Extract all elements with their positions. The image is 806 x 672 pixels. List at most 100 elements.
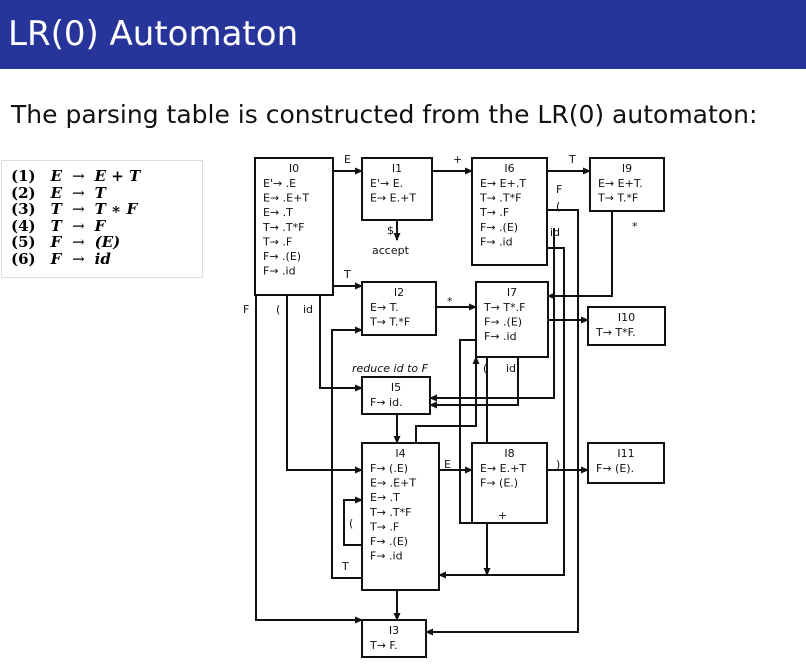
edge-label: F	[556, 183, 562, 196]
state-item: F→ .id	[263, 265, 296, 278]
state-box	[361, 442, 440, 591]
edge-label: id	[303, 303, 313, 316]
state-item: E'→ .E	[263, 177, 296, 190]
state-name: I6	[504, 162, 514, 175]
state-item: T→ T.*F	[597, 192, 638, 205]
grammar-lhs: F	[50, 249, 62, 268]
edge-label: T	[343, 268, 351, 281]
state-item: E→ .T	[263, 206, 293, 219]
state-name: I8	[504, 447, 514, 460]
grammar-lhs: T	[50, 200, 62, 218]
state-item: E→ E.+T	[370, 192, 416, 205]
state-item: T→ F.	[369, 639, 398, 652]
transition-edge	[438, 247, 565, 579]
grammar-rhs: id	[94, 249, 111, 268]
edge-label: (	[349, 517, 353, 530]
state-i9: I9 E→ E+T. T→ T.*F	[589, 157, 665, 212]
state-item: T→ .T*F	[369, 506, 411, 519]
state-item: E→ E+.T	[480, 177, 526, 190]
state-item: F→ .(E)	[263, 250, 301, 263]
grammar-arrow: →	[72, 233, 85, 251]
grammar-arrow: →	[72, 216, 85, 235]
edge-label: E	[344, 153, 351, 166]
state-item: T→ T*.F	[483, 301, 525, 314]
state-i0: I0E'→ .EE→ .E+TE→ .TT→ .T*FT→ .FF→ .(E)F…	[254, 157, 334, 296]
state-i4: I4F→ (.E)E→ .E+TE→ .TT→ .T*FT→ .FF→ .(E)…	[361, 442, 440, 591]
edge-label: F	[243, 303, 249, 316]
edge-label: id	[550, 226, 560, 239]
grammar-rhs: F	[94, 216, 106, 235]
state-item: T→ T*F.	[595, 326, 636, 339]
intro-text: The parsing table is constructed from th…	[11, 100, 758, 129]
edge-label: id	[506, 362, 516, 375]
state-i6: I6 E→ E+.T T→ .T*FT→ .F F→ .(E)F→ .id	[471, 157, 548, 266]
state-name: I7	[507, 286, 517, 299]
handwritten-annotation: reduce id to F	[352, 362, 429, 375]
transition-edge	[547, 211, 613, 300]
edge-label: )	[556, 458, 560, 471]
grammar-num: (4)	[11, 216, 36, 235]
state-item: T→ .T*F	[479, 192, 521, 205]
grammar-num: (5)	[11, 233, 36, 251]
grammar-num: (3)	[11, 200, 36, 218]
state-box	[361, 281, 437, 336]
state-name: I11	[617, 447, 634, 460]
state-name: I1	[392, 162, 402, 175]
edge-label: *	[632, 220, 638, 233]
state-i8: I8 E→ E.+T F→ (E.)	[471, 442, 548, 524]
state-item: F→ .id	[480, 235, 513, 248]
state-item: E→ E.+T	[480, 462, 526, 475]
state-box	[471, 157, 548, 266]
edge-label: E	[444, 458, 451, 471]
state-item: E'→ E.	[370, 177, 403, 190]
state-item: E→ E+T.	[598, 177, 643, 190]
grammar-rhs: E + T	[94, 167, 141, 185]
grammar-num: (6)	[11, 249, 36, 268]
state-box	[361, 157, 433, 221]
end-marker-label: $	[387, 224, 394, 237]
state-item: E→ .T	[370, 491, 400, 504]
grammar-rhs: (E)	[94, 233, 121, 251]
grammar-num: (2)	[11, 183, 36, 202]
edge-label: T	[568, 153, 576, 166]
grammar-num: (1)	[11, 167, 36, 185]
state-name: I9	[622, 162, 632, 175]
grammar-rule: (6) F → id	[6, 249, 145, 268]
state-item: F→ .(E)	[484, 316, 522, 329]
state-name: I5	[391, 381, 401, 394]
state-name: I4	[395, 447, 405, 460]
state-box	[587, 306, 666, 346]
state-i3: I3T→ F.	[361, 619, 427, 658]
grammar-rule: (4)T→F	[6, 216, 145, 235]
state-item: F→ (E).	[596, 462, 634, 475]
state-item: T→ .T*F	[262, 221, 304, 234]
grammar-rule: (5)F→(E)	[6, 234, 145, 251]
grammar-rule: (3)T→T ∗ F	[6, 201, 145, 218]
state-name: I10	[618, 311, 635, 324]
state-item: T→ .F	[369, 520, 399, 533]
grammar-rhs: T	[94, 183, 106, 202]
edge-label: +	[453, 153, 462, 166]
grammar-lhs: E	[50, 167, 63, 185]
transition-edge	[255, 295, 363, 624]
state-item: E→ .E+T	[370, 477, 416, 490]
edge-label: (	[276, 303, 280, 316]
transition-edge	[429, 228, 555, 402]
grammar-arrow: →	[72, 183, 85, 202]
state-item: T→ .F	[479, 206, 509, 219]
state-item: T→ .F	[262, 235, 292, 248]
grammar-arrow: →	[72, 249, 85, 268]
state-i10: I10 T→ T*F.	[587, 306, 666, 346]
state-box	[475, 281, 549, 358]
state-i7: I7T→ T*.FF→ .(E)F→ .id	[475, 281, 549, 358]
state-box	[587, 442, 665, 484]
state-item: F→ (E.)	[480, 477, 518, 490]
state-i2: I2E→ T.T→ T.*F	[361, 281, 437, 336]
transition-edge	[343, 496, 363, 546]
edge-label: (	[556, 200, 560, 213]
title-bar: LR(0) Automaton	[0, 0, 806, 69]
state-i1: I1E'→ E. E→ E.+T	[361, 157, 433, 221]
edge-label: (	[483, 362, 487, 375]
state-item: F→ .(E)	[480, 221, 518, 234]
